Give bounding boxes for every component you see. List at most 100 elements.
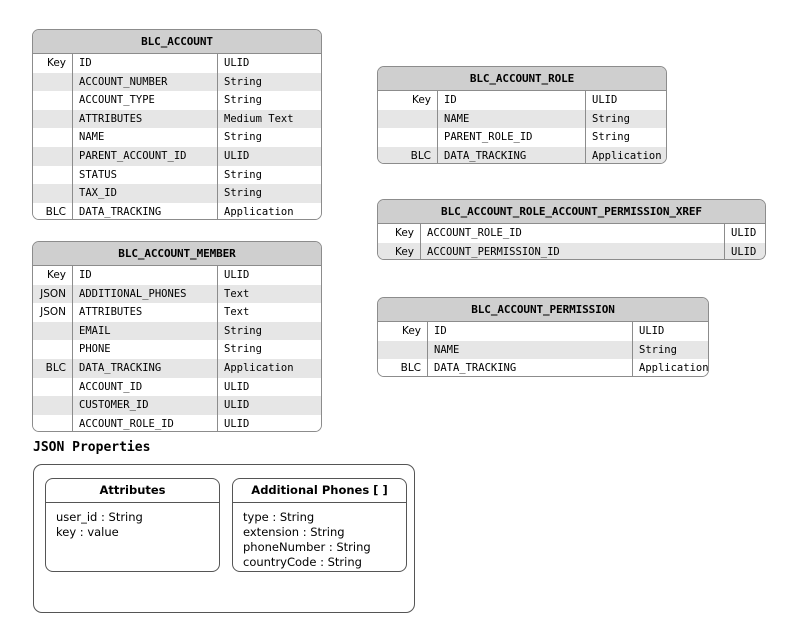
entity-title: BLC_ACCOUNT_ROLE_ACCOUNT_PERMISSION_XREF bbox=[378, 200, 765, 224]
row-key bbox=[33, 322, 72, 341]
row-field-type: String bbox=[585, 128, 666, 147]
table-row: ACCOUNT_NUMBER String bbox=[33, 72, 321, 92]
entity-row-list: Key ACCOUNT_ROLE_ID ULID Key ACCOUNT_PER… bbox=[378, 224, 765, 259]
row-key: Key bbox=[401, 325, 421, 337]
entity-blc-account-member: BLC_ACCOUNT_MEMBER Key ID ULID JSON ADDI… bbox=[32, 241, 322, 432]
row-key: BLC bbox=[45, 361, 66, 374]
json-card-title: Additional Phones [ ] bbox=[233, 479, 406, 503]
row-field-name: ACCOUNT_ID bbox=[72, 377, 217, 397]
row-key: Key bbox=[411, 94, 431, 106]
json-card-title: Attributes bbox=[46, 479, 219, 503]
row-field-name: ACCOUNT_ROLE_ID bbox=[72, 414, 217, 431]
row-field-name: ID bbox=[72, 266, 217, 285]
row-field-name: TAX_ID bbox=[72, 184, 217, 203]
entity-row-list: Key ID ULID JSON ADDITIONAL_PHONES Text … bbox=[33, 266, 321, 431]
row-field-name: ACCOUNT_PERMISSION_ID bbox=[420, 242, 724, 259]
table-row: PARENT_ROLE_ID String bbox=[378, 128, 666, 147]
row-field-type: Application bbox=[217, 202, 321, 219]
row-field-type: ULID bbox=[724, 224, 765, 243]
row-field-type: Application bbox=[632, 359, 708, 376]
row-field-name: DATA_TRACKING bbox=[427, 359, 632, 376]
entity-blc-account-role: BLC_ACCOUNT_ROLE Key ID ULID NAME String… bbox=[377, 66, 667, 164]
row-field-type: ULID bbox=[632, 322, 708, 341]
row-key: Key bbox=[394, 227, 414, 239]
row-field-name: DATA_TRACKING bbox=[72, 358, 217, 378]
entity-title: BLC_ACCOUNT_MEMBER bbox=[33, 242, 321, 266]
row-field-name: NAME bbox=[72, 128, 217, 147]
json-property: key : value bbox=[56, 525, 119, 539]
row-field-type: String bbox=[217, 72, 321, 92]
json-card-body: type : String extension : String phoneNu… bbox=[233, 503, 406, 570]
row-field-type: ULID bbox=[585, 91, 666, 110]
entity-blc-account-role-account-permission-xref: BLC_ACCOUNT_ROLE_ACCOUNT_PERMISSION_XREF… bbox=[377, 199, 766, 260]
row-field-name: ADDITIONAL_PHONES bbox=[72, 284, 217, 304]
table-row: Key ID ULID bbox=[378, 91, 666, 110]
row-field-name: EMAIL bbox=[72, 321, 217, 341]
table-row: BLC DATA_TRACKING Application bbox=[33, 358, 321, 378]
row-field-name: STATUS bbox=[72, 165, 217, 185]
row-key bbox=[33, 396, 72, 415]
entity-row-list: Key ID ULID ACCOUNT_NUMBER String ACCOUN… bbox=[33, 54, 321, 219]
row-field-type: ULID bbox=[217, 414, 321, 431]
row-field-name: ID bbox=[427, 322, 632, 341]
row-key bbox=[33, 128, 72, 147]
table-row: NAME String bbox=[378, 340, 708, 360]
row-key bbox=[33, 91, 72, 110]
row-field-name: PARENT_ROLE_ID bbox=[437, 128, 585, 147]
row-field-type: ULID bbox=[724, 242, 765, 259]
row-field-name: PARENT_ACCOUNT_ID bbox=[72, 146, 217, 166]
row-key bbox=[33, 73, 72, 92]
row-field-name: ACCOUNT_TYPE bbox=[72, 91, 217, 110]
row-key bbox=[378, 341, 427, 360]
row-field-name: ATTRIBUTES bbox=[72, 303, 217, 322]
table-row: ACCOUNT_ID ULID bbox=[33, 377, 321, 397]
row-key bbox=[33, 110, 72, 129]
row-key bbox=[378, 128, 437, 147]
json-property: type : String bbox=[243, 510, 315, 524]
table-row: BLC DATA_TRACKING Application bbox=[378, 359, 708, 376]
table-row: PHONE String bbox=[33, 340, 321, 359]
table-row: BLC DATA_TRACKING Application bbox=[33, 202, 321, 219]
row-field-type: String bbox=[217, 340, 321, 359]
row-field-type: String bbox=[632, 340, 708, 360]
row-key: Key bbox=[46, 57, 66, 69]
row-field-type: ULID bbox=[217, 396, 321, 415]
json-card-body: user_id : String key : value bbox=[46, 503, 219, 540]
row-field-name: ACCOUNT_NUMBER bbox=[72, 72, 217, 92]
row-key bbox=[33, 166, 72, 185]
row-field-type: Text bbox=[217, 303, 321, 322]
row-key: JSON bbox=[40, 287, 66, 300]
entity-blc-account-permission: BLC_ACCOUNT_PERMISSION Key ID ULID NAME … bbox=[377, 297, 709, 377]
row-key bbox=[33, 415, 72, 431]
row-field-name: ID bbox=[437, 91, 585, 110]
table-row: ATTRIBUTES Medium Text bbox=[33, 109, 321, 129]
entity-title: BLC_ACCOUNT_PERMISSION bbox=[378, 298, 708, 322]
entity-title: BLC_ACCOUNT bbox=[33, 30, 321, 54]
table-row: NAME String bbox=[378, 109, 666, 129]
row-field-name: ACCOUNT_ROLE_ID bbox=[420, 224, 724, 243]
row-field-type: String bbox=[217, 321, 321, 341]
json-property: extension : String bbox=[243, 525, 345, 539]
row-field-type: Application bbox=[217, 358, 321, 378]
table-row: STATUS String bbox=[33, 165, 321, 185]
row-field-type: ULID bbox=[217, 266, 321, 285]
table-row: Key ID ULID bbox=[33, 54, 321, 73]
table-row: JSON ADDITIONAL_PHONES Text bbox=[33, 284, 321, 304]
row-field-name: PHONE bbox=[72, 340, 217, 359]
entity-row-list: Key ID ULID NAME String BLC DATA_TRACKIN… bbox=[378, 322, 708, 376]
row-field-name: NAME bbox=[437, 109, 585, 129]
row-key bbox=[33, 147, 72, 166]
row-field-name: NAME bbox=[427, 340, 632, 360]
table-row: Key ID ULID bbox=[378, 322, 708, 341]
row-key bbox=[33, 340, 72, 359]
row-field-type: ULID bbox=[217, 146, 321, 166]
table-row: CUSTOMER_ID ULID bbox=[33, 396, 321, 415]
row-field-type: String bbox=[217, 91, 321, 110]
row-key bbox=[33, 184, 72, 203]
entity-row-list: Key ID ULID NAME String PARENT_ROLE_ID S… bbox=[378, 91, 666, 163]
row-field-type: Medium Text bbox=[217, 109, 321, 129]
entity-title: BLC_ACCOUNT_ROLE bbox=[378, 67, 666, 91]
table-row: PARENT_ACCOUNT_ID ULID bbox=[33, 146, 321, 166]
json-property: countryCode : String bbox=[243, 555, 362, 569]
row-field-type: String bbox=[217, 165, 321, 185]
